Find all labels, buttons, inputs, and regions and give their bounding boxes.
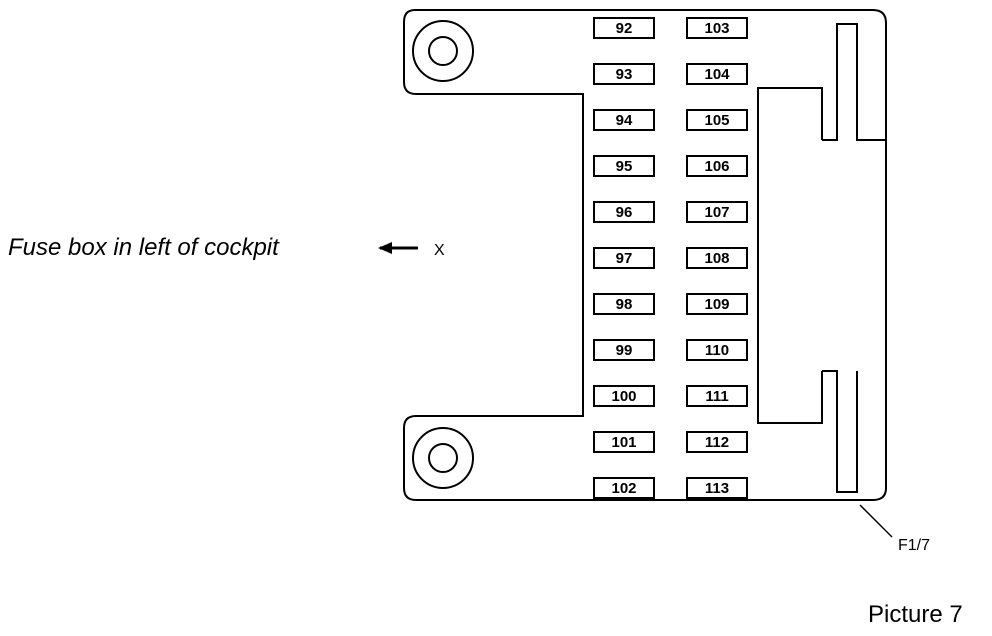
fuse-105: 105 [686, 109, 748, 131]
latch-bottom [822, 370, 887, 493]
fuse-label: 113 [705, 480, 729, 497]
fuse-slot [686, 201, 748, 223]
fuse-111: 111 [686, 385, 748, 407]
fuse-slot [686, 339, 748, 361]
mounting-hole-top [412, 20, 474, 82]
fuse-label: 101 [611, 434, 636, 451]
fuse-label: 105 [704, 112, 729, 129]
fuse-slot [686, 247, 748, 269]
fuse-label: 94 [616, 112, 633, 129]
fuse-slot [593, 201, 655, 223]
fuse-slot [593, 17, 655, 39]
picture-label: Picture 7 [868, 601, 963, 628]
fuse-box-outline [403, 9, 887, 501]
fuse-label: 103 [704, 20, 729, 37]
arrow-icon [378, 242, 418, 254]
fuse-107: 107 [686, 201, 748, 223]
fuse-slot [686, 109, 748, 131]
fuse-label: 109 [704, 296, 729, 313]
fuse-99: 99 [593, 339, 655, 361]
fuse-column-left: 92 93 94 95 96 97 98 99 100 101 102 [593, 17, 655, 499]
fuse-slot [593, 477, 655, 499]
fuse-slot [593, 385, 655, 407]
fuse-label: 106 [704, 158, 729, 175]
reference-leader-line [859, 504, 893, 538]
fuse-label: 108 [704, 250, 729, 267]
fuse-label: 107 [704, 204, 729, 221]
fuse-label: 95 [616, 158, 633, 175]
fuse-label: 98 [616, 296, 633, 313]
fuse-98: 98 [593, 293, 655, 315]
fuse-slot [686, 17, 748, 39]
fuse-slot [593, 155, 655, 177]
fuse-label: 104 [704, 66, 730, 83]
reference-label: F1/7 [898, 537, 930, 554]
fuse-106: 106 [686, 155, 748, 177]
fuse-slot [593, 109, 655, 131]
fuse-label: 97 [616, 250, 633, 267]
latch-top [822, 23, 886, 141]
fuse-100: 100 [593, 385, 655, 407]
fuse-110: 110 [686, 339, 748, 361]
fuse-92: 92 [593, 17, 655, 39]
fuse-label: 92 [616, 20, 633, 37]
fuse-label: 100 [611, 388, 636, 405]
fuse-112: 112 [686, 431, 748, 453]
fuse-slot [593, 63, 655, 85]
fuse-label: 111 [705, 388, 728, 405]
fuse-95: 95 [593, 155, 655, 177]
fuse-slot [686, 477, 748, 499]
fuse-slot [686, 63, 748, 85]
fuse-label: 93 [616, 66, 633, 83]
fuse-slot [686, 431, 748, 453]
fuse-slot [686, 385, 748, 407]
fuse-102: 102 [593, 477, 655, 499]
fuse-96: 96 [593, 201, 655, 223]
fuse-slot [593, 247, 655, 269]
fuse-109: 109 [686, 293, 748, 315]
fuse-slot [593, 339, 655, 361]
fuse-slot [686, 293, 748, 315]
fuse-103: 103 [686, 17, 748, 39]
mounting-hole-bottom [412, 427, 474, 489]
fuse-108: 108 [686, 247, 748, 269]
caption-text: Fuse box in left of cockpit [8, 234, 280, 261]
inner-cutout [757, 87, 823, 424]
fuse-label: 96 [616, 204, 633, 221]
fuse-label: 112 [705, 434, 729, 451]
arrow-label: X [434, 242, 445, 259]
fuse-label: 99 [616, 342, 633, 359]
fuse-slot [593, 431, 655, 453]
fuse-104: 104 [686, 63, 748, 85]
fuse-label: 110 [705, 342, 729, 359]
fuse-97: 97 [593, 247, 655, 269]
fuse-slot [686, 155, 748, 177]
fuse-slot [593, 293, 655, 315]
fuse-94: 94 [593, 109, 655, 131]
fuse-101: 101 [593, 431, 655, 453]
fuse-label: 102 [611, 480, 636, 497]
fuse-93: 93 [593, 63, 655, 85]
fuse-column-right: 103 104 105 106 107 108 109 110 111 112 113 [686, 17, 748, 499]
fuse-113: 113 [686, 477, 748, 499]
